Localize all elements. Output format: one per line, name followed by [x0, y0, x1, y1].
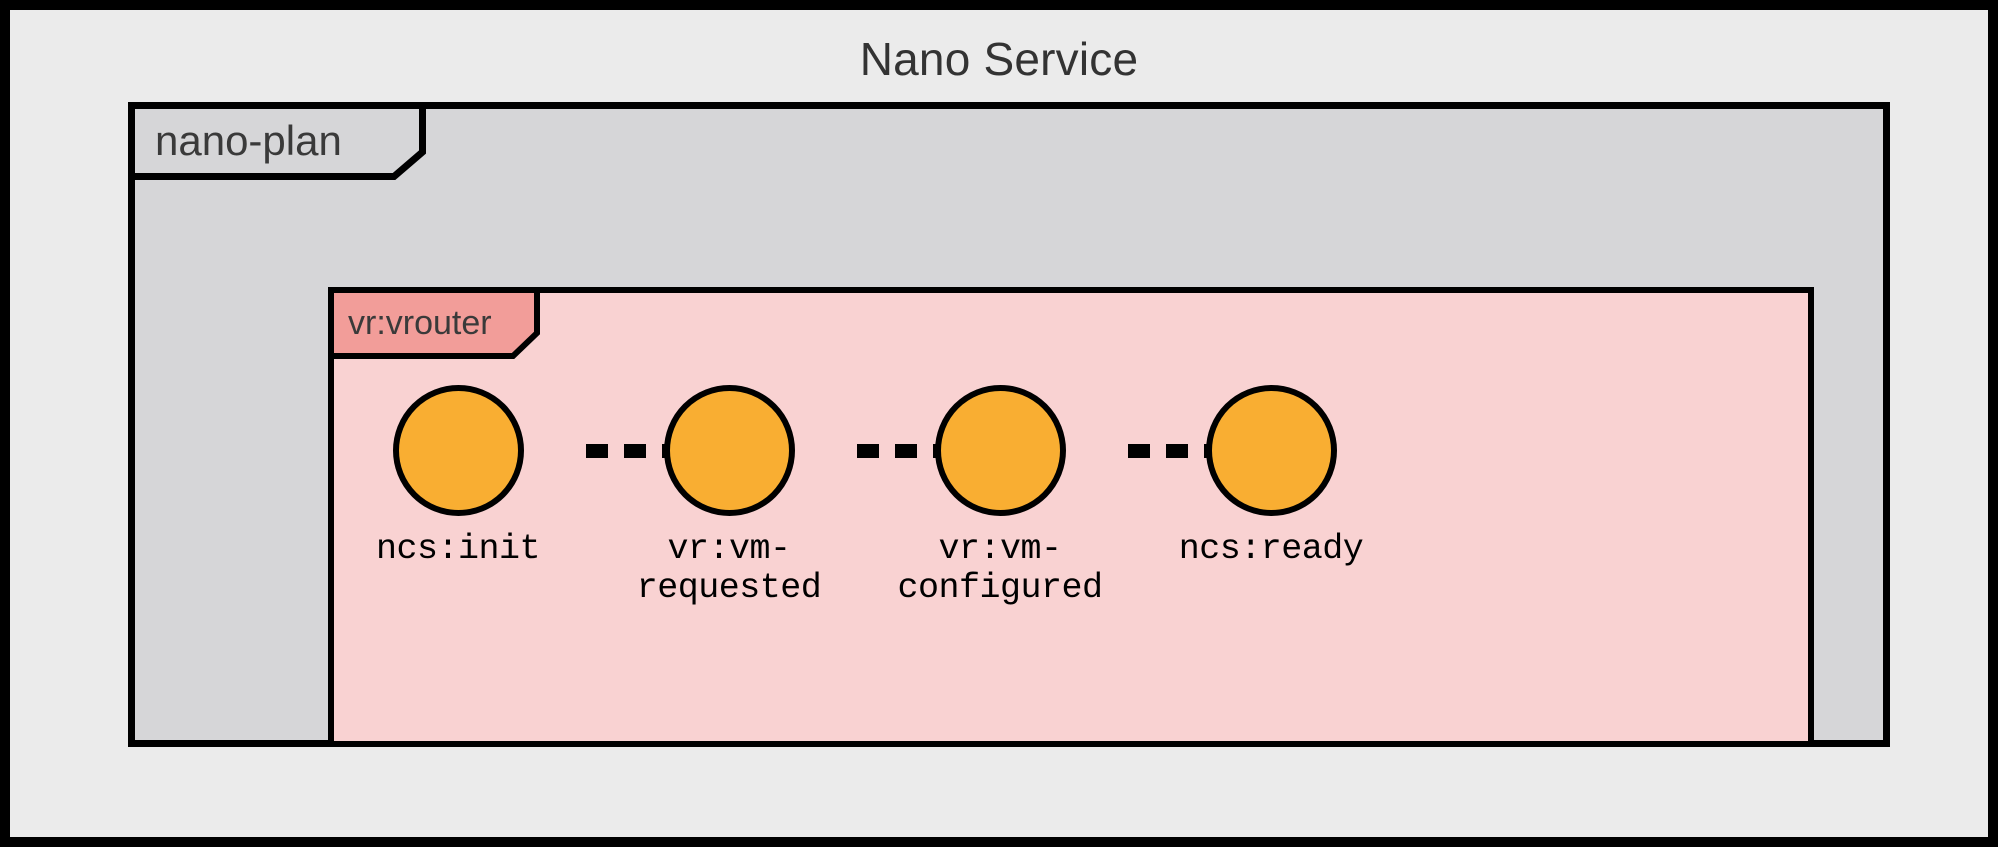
state-label: vr:vm- configured — [897, 529, 1103, 609]
page-title: Nano Service — [859, 33, 1139, 85]
package-vr-vrouter-body — [328, 287, 1814, 747]
package-nano-plan[interactable]: nano-plan vr:vrouter ncs:init — [128, 102, 1890, 747]
package-vr-vrouter[interactable]: vr:vrouter ncs:init vr:vm- requested — [328, 287, 1814, 747]
state-label: ncs:init — [375, 529, 541, 569]
state-node-vr-vm-configured[interactable]: vr:vm- configured — [875, 385, 1125, 608]
package-vr-vrouter-label: vr:vrouter — [348, 303, 492, 342]
package-tab-shape-icon — [128, 102, 426, 180]
state-label: vr:vm- requested — [636, 529, 822, 609]
state-circle-icon[interactable] — [1205, 385, 1337, 516]
package-vr-vrouter-tab[interactable]: vr:vrouter — [328, 287, 540, 359]
package-nano-plan-tab[interactable]: nano-plan — [128, 102, 426, 180]
state-node-vr-vm-requested[interactable]: vr:vm- requested — [604, 385, 854, 608]
package-tab-shape-icon — [328, 287, 540, 359]
state-circle-icon[interactable] — [663, 385, 795, 516]
state-node-ncs-ready[interactable]: ncs:ready — [1146, 385, 1396, 569]
package-nano-plan-label: nano-plan — [155, 117, 342, 164]
state-node-ncs-init[interactable]: ncs:init — [333, 385, 583, 569]
state-circle-icon[interactable] — [934, 385, 1066, 516]
state-label: ncs:ready — [1178, 529, 1364, 569]
state-chain: ncs:init vr:vm- requested vr:vm- confi — [328, 287, 1814, 747]
state-circle-icon[interactable] — [392, 385, 524, 516]
